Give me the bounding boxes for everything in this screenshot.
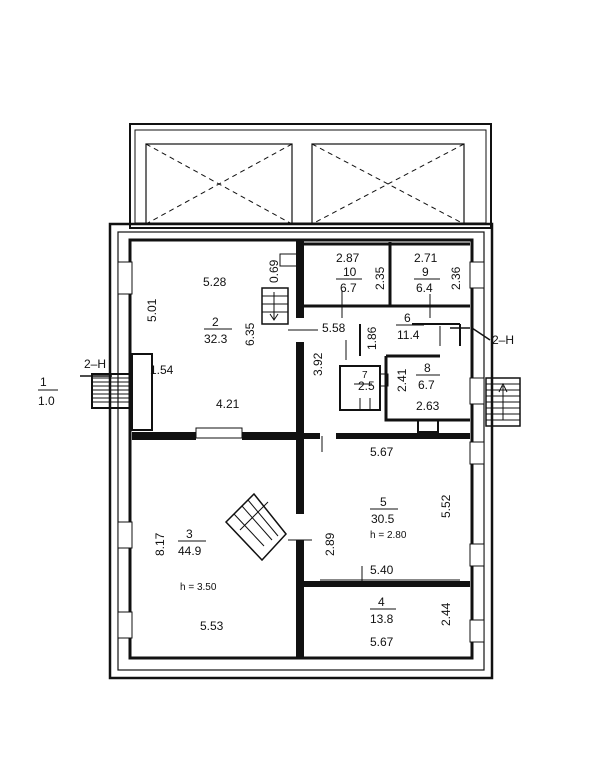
room-6-number: 6 [404,311,411,325]
dim-2-87: 2.87 [336,251,360,265]
room-8-number: 8 [424,361,431,375]
dim-5-67-top: 5.67 [370,445,394,459]
dim-2-63: 2.63 [416,399,440,413]
dim-0-69: 0.69 [267,259,281,283]
dim-5-28: 5.28 [203,275,227,289]
room-9-area: 6.4 [416,281,433,295]
dim-2-35: 2.35 [373,266,387,290]
room-9-number: 9 [422,265,429,279]
dim-3-92: 3.92 [311,352,325,376]
dim-1-54: 1.54 [150,363,174,377]
dim-1-86: 1.86 [365,326,379,350]
dim-5-01: 5.01 [145,298,159,322]
dim-4-21: 4.21 [216,397,240,411]
room-1-area: 1.0 [38,394,55,408]
dim-2-89: 2.89 [323,532,337,556]
room-3-height: h = 3.50 [180,582,217,593]
dim-5-40: 5.40 [370,563,394,577]
room-5-number: 5 [380,495,387,509]
room-7-area: 2.5 [358,379,375,393]
interior-walls [132,240,470,658]
room-5-height: h = 2.80 [370,530,407,541]
room-1-number: 1 [40,375,47,389]
room-10-area: 6.7 [340,281,357,295]
dim-2-71: 2.71 [414,251,438,265]
dim-5-67-bottom: 5.67 [370,635,394,649]
dim-5-52: 5.52 [439,494,453,518]
section-mark-left: 2–Н [84,357,106,371]
room-4-number: 4 [378,595,385,609]
dim-8-17: 8.17 [153,532,167,556]
dim-2-36: 2.36 [449,266,463,290]
room-10-number: 10 [343,265,357,279]
dim-2-44: 2.44 [439,602,453,626]
room-5-area: 30.5 [371,512,395,526]
left-entrance-porch [91,353,153,431]
room-6-area: 11.4 [397,328,420,342]
dim-6-35: 6.35 [243,322,257,346]
dim-5-58: 5.58 [322,321,346,335]
top-terrace [129,123,492,229]
section-mark-right: 2–Н [492,333,514,347]
room-2-number: 2 [212,315,219,329]
room-8-area: 6.7 [418,378,435,392]
dim-2-41: 2.41 [395,368,409,392]
dim-5-53: 5.53 [200,619,224,633]
section-marks [80,327,491,377]
right-entrance-stairs [485,377,521,427]
room-4-area: 13.8 [370,612,394,626]
room-3-number: 3 [186,527,193,541]
room-7-number: 7 [362,370,368,381]
room-2-area: 32.3 [204,332,228,346]
room-3-area: 44.9 [178,544,202,558]
